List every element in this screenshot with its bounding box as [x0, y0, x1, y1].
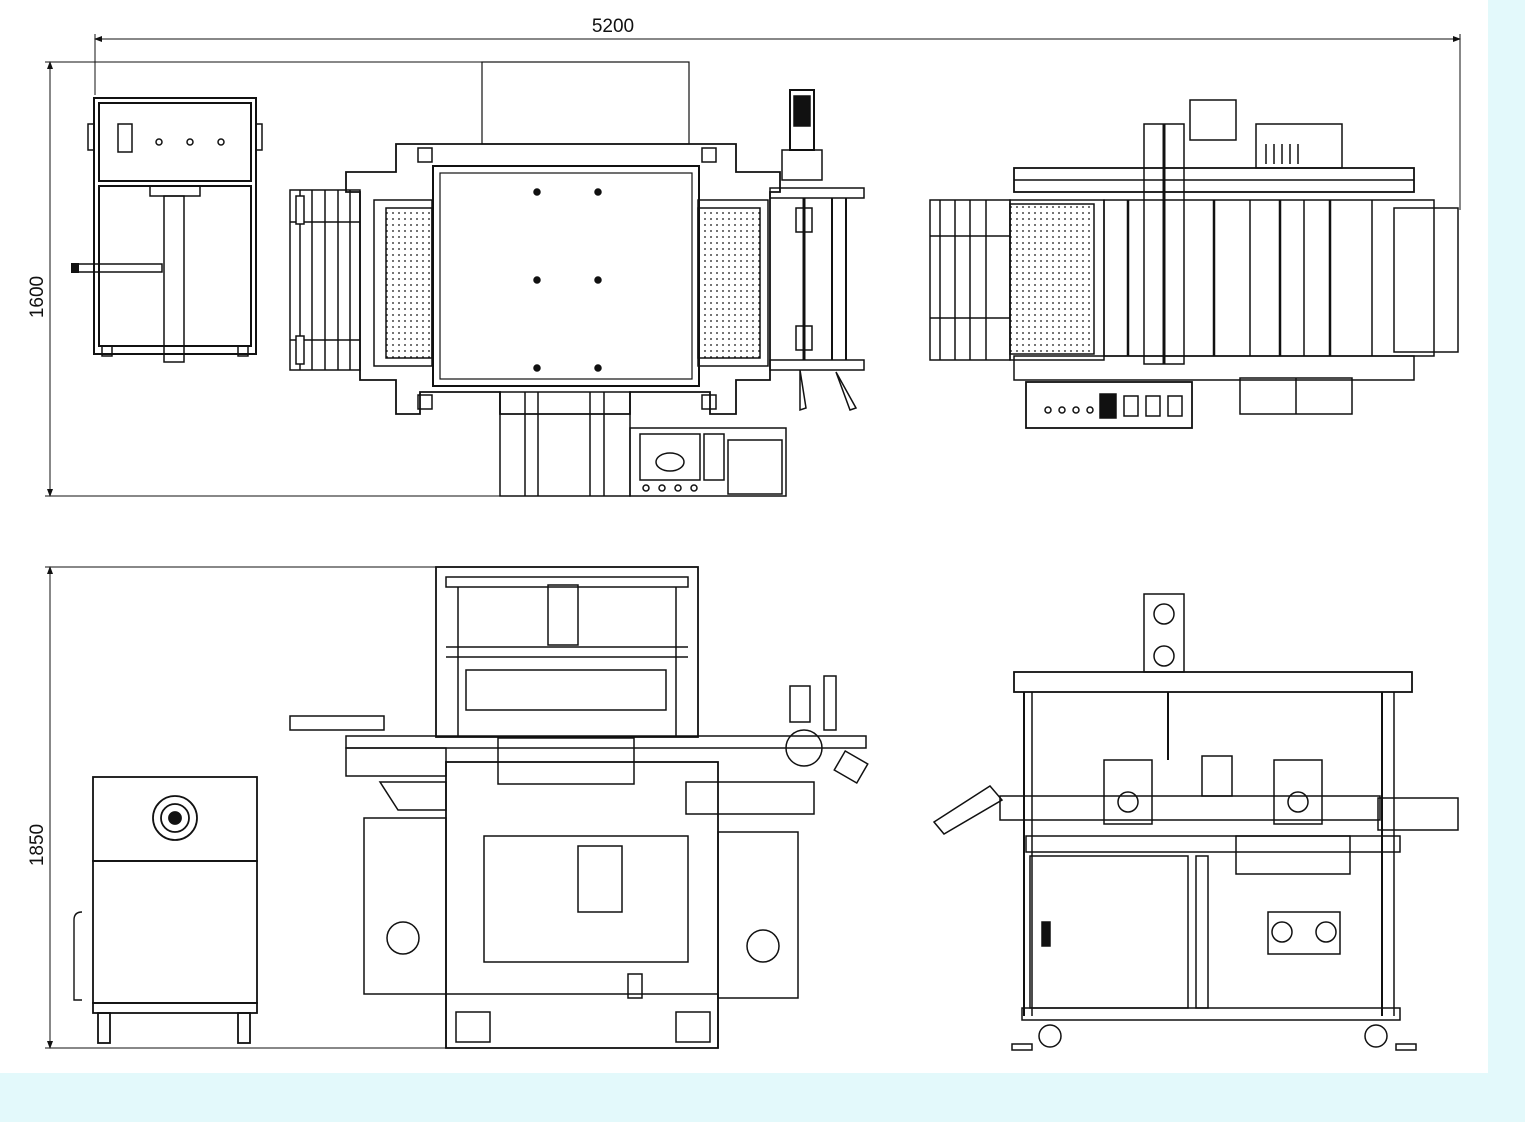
side-view-main-machine — [932, 593, 1459, 1051]
top-view-side-machine — [929, 99, 1459, 429]
top-view-control-cabinet — [71, 97, 263, 363]
drawing-sheet — [0, 0, 1488, 1073]
top-view-main-machine — [289, 61, 865, 497]
dimension-label-front-height: 1850 — [27, 824, 48, 866]
dimension-label-top-depth: 1600 — [27, 276, 48, 318]
dimension-front-height — [45, 566, 450, 1049]
dimension-top-depth — [45, 61, 500, 497]
front-view-control-cabinet — [73, 776, 258, 1044]
dimension-label-overall-width: 5200 — [592, 16, 634, 37]
dimension-overall-width — [94, 34, 1461, 210]
front-view-main-machine — [289, 566, 869, 1049]
